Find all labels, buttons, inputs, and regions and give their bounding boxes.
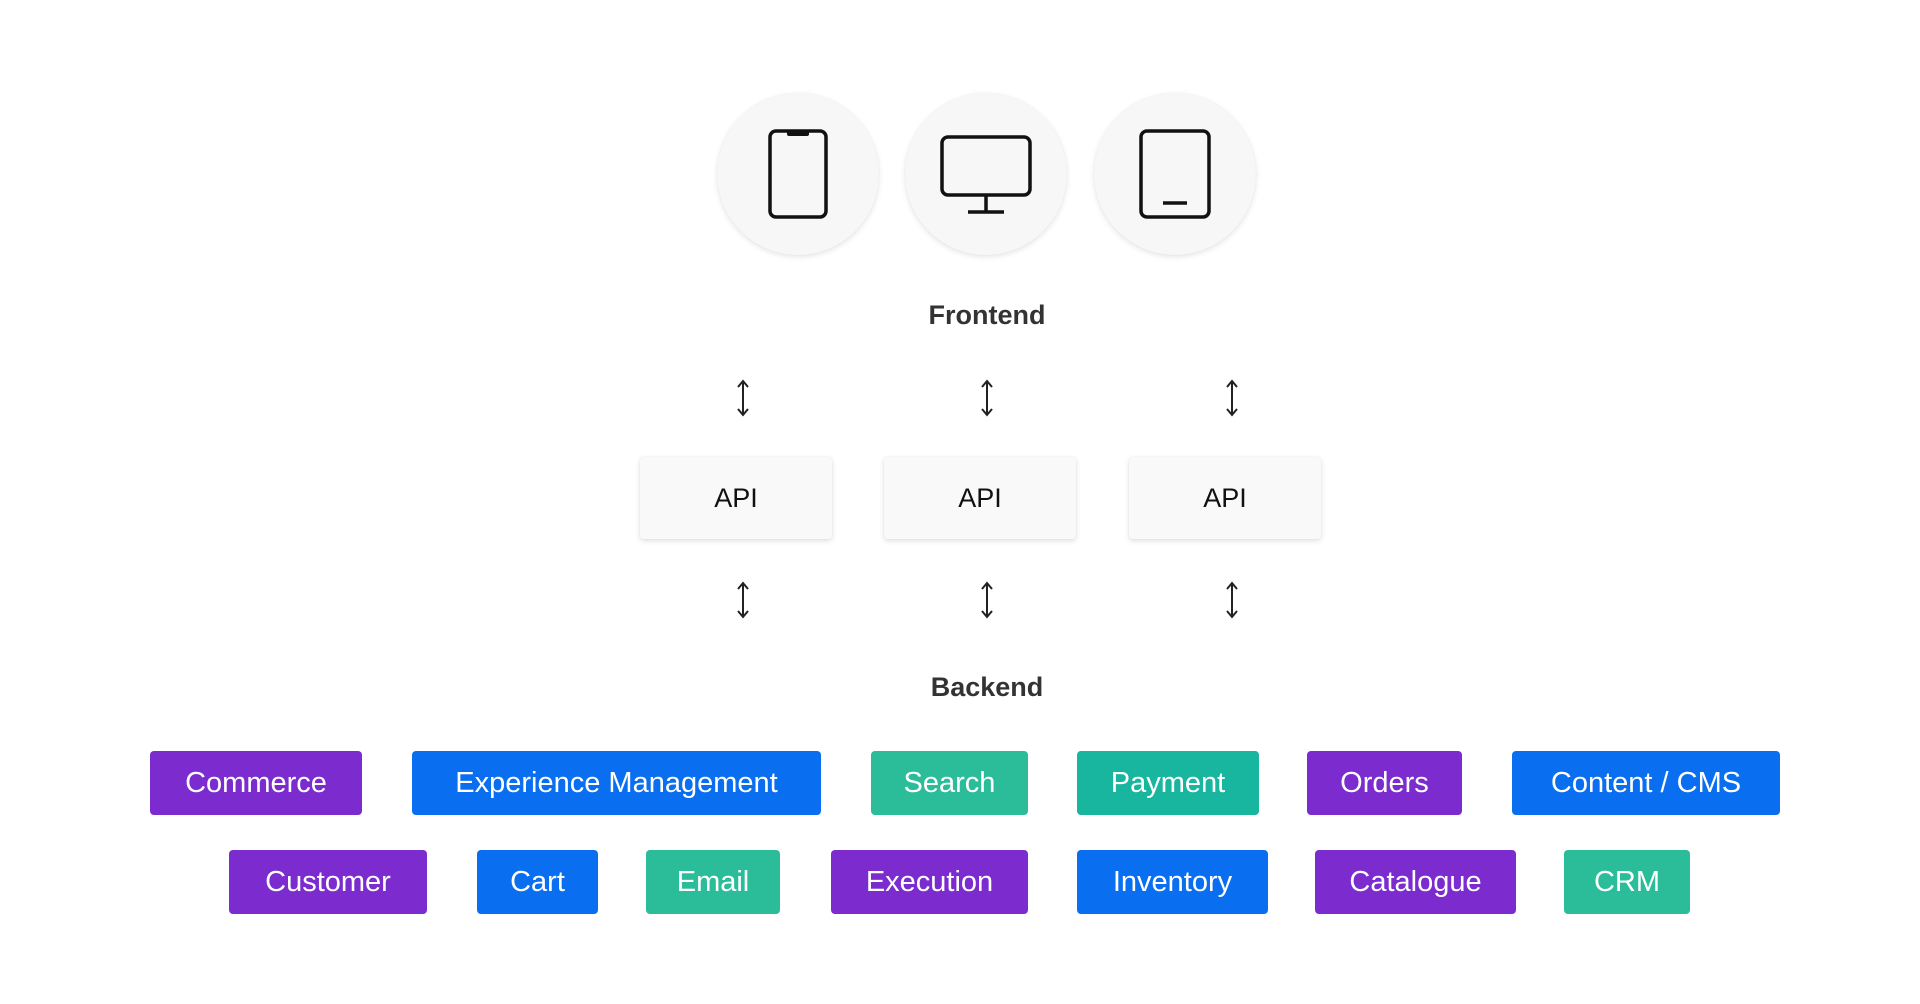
double-arrow-vertical-icon [1226,379,1238,417]
backend-tag-orders: Orders [1307,751,1462,815]
device-smartphone [717,93,879,255]
backend-label: Backend [930,672,1044,702]
backend-tag-execution: Execution [831,850,1028,914]
double-arrow-vertical-icon [1226,581,1238,619]
api-box: API [640,457,832,539]
double-arrow-vertical-icon [981,379,993,417]
api-label: API [958,482,1002,513]
double-arrow-vertical-icon [737,581,749,619]
backend-tag-crm: CRM [1564,850,1690,914]
backend-tag-customer: Customer [229,850,427,914]
tablet-icon [1135,128,1215,220]
api-label: API [714,482,758,513]
api-box: API [1129,457,1321,539]
smartphone-icon [763,128,833,220]
double-arrow-vertical-icon [981,581,993,619]
frontend-label: Frontend [928,300,1046,330]
backend-tag-inventory: Inventory [1077,850,1268,914]
double-arrow-vertical-icon [737,379,749,417]
backend-tag-content-cms: Content / CMS [1512,751,1780,815]
backend-tag-experience-management: Experience Management [412,751,821,815]
device-tablet [1094,93,1256,255]
backend-tag-catalogue: Catalogue [1315,850,1516,914]
api-box: API [884,457,1076,539]
backend-tag-email: Email [646,850,780,914]
backend-tag-commerce: Commerce [150,751,362,815]
device-desktop [905,93,1067,255]
api-label: API [1203,482,1247,513]
desktop-monitor-icon [938,131,1034,217]
backend-tag-cart: Cart [477,850,598,914]
backend-tag-payment: Payment [1077,751,1259,815]
backend-tag-search: Search [871,751,1028,815]
